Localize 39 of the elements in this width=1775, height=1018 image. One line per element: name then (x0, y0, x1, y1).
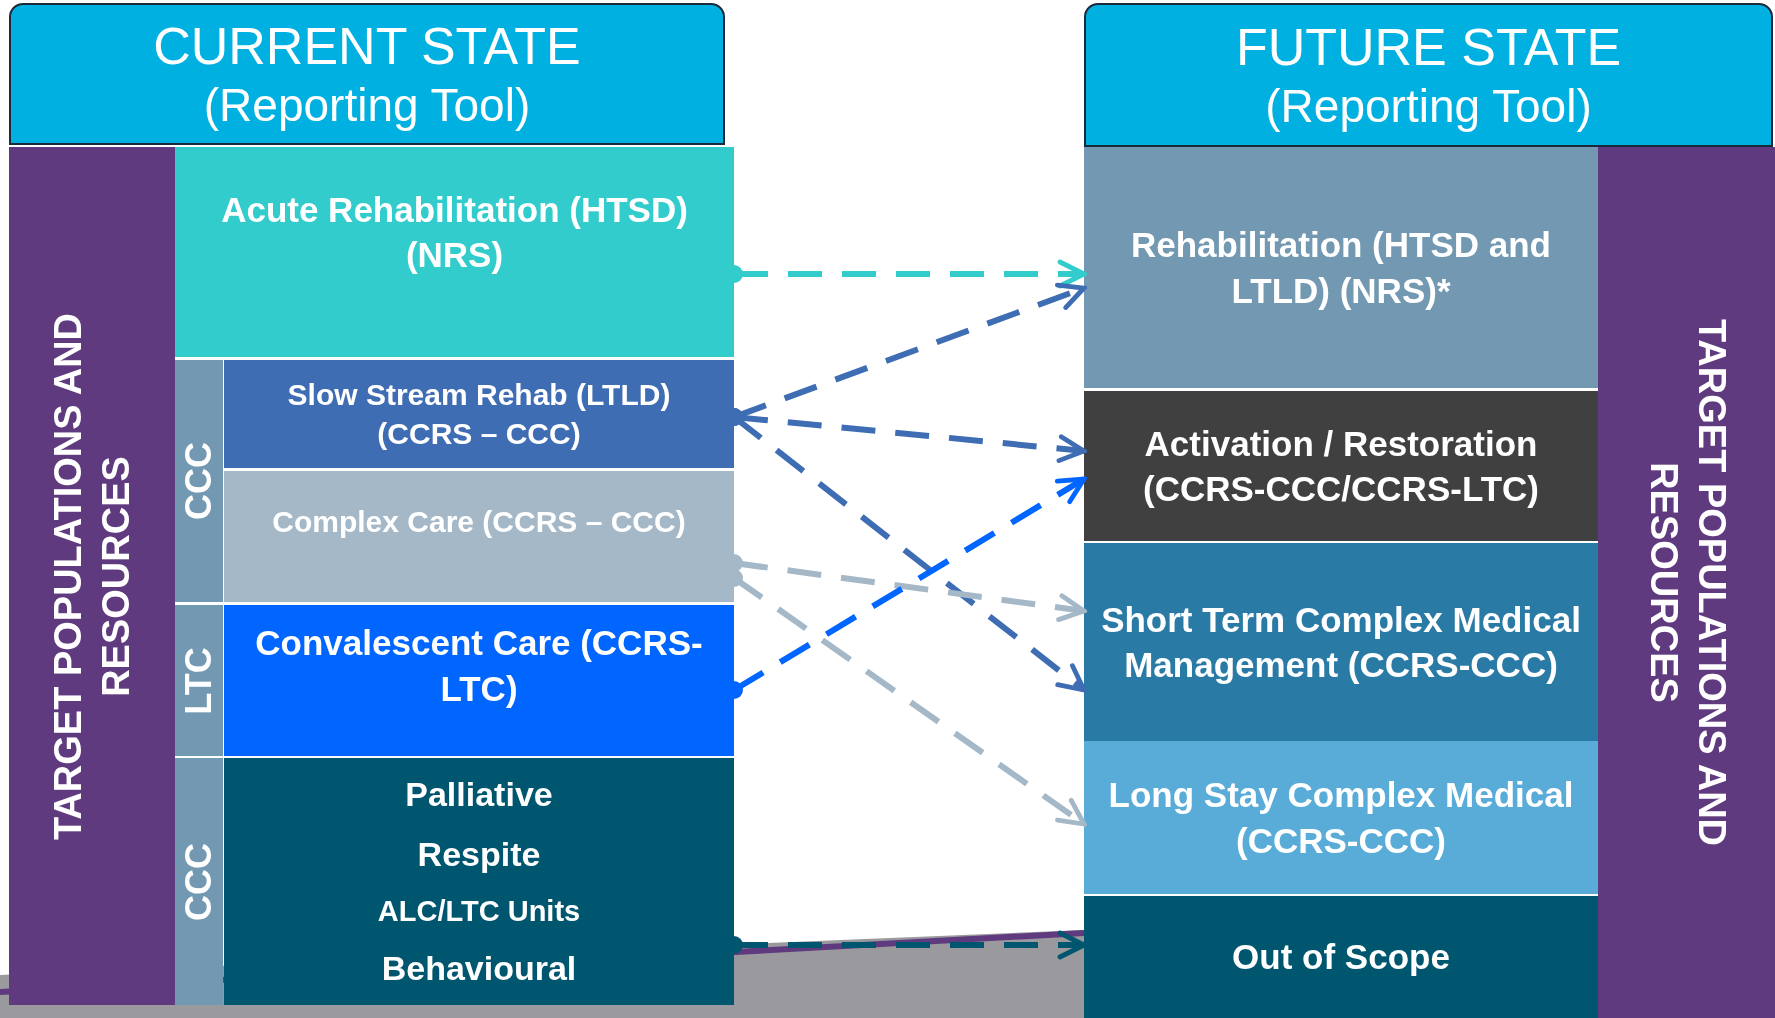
side-band (1598, 147, 1775, 1018)
category-label: Acute Rehabilitation (HTSD) (NRS) (220, 188, 689, 276)
header-subtitle: (Reporting Tool) (203, 77, 531, 133)
band-label: TARGET POPULATIONS AND RESOURCES (1641, 317, 1733, 849)
category-label: Complex Care (CCRS – CCC) (271, 504, 687, 540)
category-box (1084, 147, 1598, 388)
header-banner (9, 3, 725, 145)
category-box (224, 360, 734, 468)
category-box (1084, 741, 1598, 894)
header-title: FUTURE STATE (1235, 17, 1622, 79)
category-label: ALC/LTC Units (377, 895, 581, 929)
group-tab (175, 758, 223, 1005)
group-tab (175, 360, 223, 602)
header-banner (1084, 3, 1773, 147)
header-title: CURRENT STATE (153, 16, 581, 78)
band-label: TARGET POPULATIONS AND RESOURCES (45, 311, 137, 842)
side-band (9, 147, 175, 1005)
category-box (224, 605, 734, 756)
group-label: CCC (178, 442, 220, 520)
category-box (224, 758, 734, 1005)
category-box (224, 471, 734, 602)
category-label: Palliative (405, 774, 553, 814)
category-label: Respite (417, 834, 541, 874)
category-box (1084, 896, 1598, 1018)
category-box (1084, 391, 1598, 541)
category-box (175, 147, 734, 357)
category-label: Out of Scope (1231, 936, 1451, 979)
group-tab (175, 605, 223, 756)
group-label: CCC (178, 842, 220, 921)
group-label: LTC (178, 646, 220, 715)
category-label: Short Term Complex Medical Management (CCRS-CCC) (1100, 598, 1582, 686)
category-label: Rehabilitation (HTSD and LTLD) (NRS)* (1130, 224, 1552, 312)
category-label: Behavioural (381, 949, 577, 989)
category-label: Slow Stream Rehab (LTLD) (CCRS – CCC) (286, 377, 672, 452)
category-label: Activation / Restoration (CCRS-CCC/CCRS-LTC) (1142, 422, 1540, 510)
category-box (1084, 543, 1598, 741)
category-label: Long Stay Complex Medical (CCRS-CCC) (1107, 774, 1575, 862)
category-label: Convalescent Care (CCRS-LTC) (254, 622, 704, 710)
header-subtitle: (Reporting Tool) (1265, 78, 1592, 134)
